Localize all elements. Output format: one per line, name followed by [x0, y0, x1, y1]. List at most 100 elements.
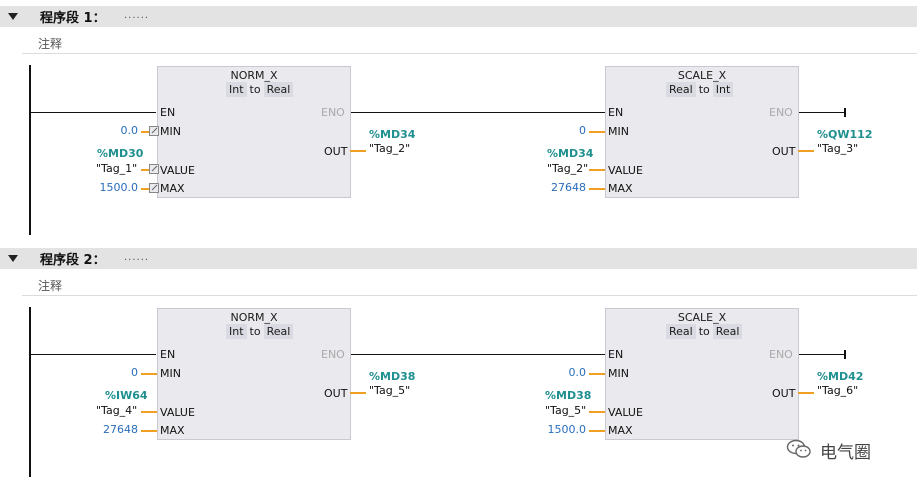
out-tag[interactable]: "Tag_5"	[369, 384, 411, 397]
network-title-placeholder[interactable]: ......	[124, 10, 150, 21]
type-from[interactable]: Int	[226, 324, 247, 339]
comment-label: 注释	[38, 279, 63, 293]
type-from[interactable]: Int	[226, 82, 247, 97]
pin-value: VALUE	[608, 164, 643, 177]
eno-wire	[798, 112, 844, 113]
pin-stub	[589, 411, 605, 413]
value-tag[interactable]: "Tag_5"	[545, 404, 587, 417]
pin-max: MAX	[160, 182, 185, 195]
collapse-triangle-icon[interactable]	[8, 13, 18, 20]
out-tag[interactable]: "Tag_6"	[817, 384, 859, 397]
pin-out: OUT	[772, 145, 796, 158]
type-to-word: to	[249, 325, 261, 338]
eno-to-en-wire	[350, 112, 605, 113]
pin-stub	[141, 430, 157, 432]
out-address[interactable]: %MD34	[369, 128, 416, 141]
out-address[interactable]: %MD38	[369, 370, 416, 383]
out-tag[interactable]: "Tag_3"	[817, 142, 859, 155]
pin-stub	[589, 169, 605, 171]
out-tag[interactable]: "Tag_2"	[369, 142, 411, 155]
type-to[interactable]: Real	[263, 324, 294, 339]
type-to[interactable]: Int	[712, 82, 734, 97]
network-comment[interactable]: 注释	[22, 273, 917, 296]
pin-stub	[141, 411, 157, 413]
type-to-word: to	[698, 325, 710, 338]
pin-en: EN	[160, 106, 176, 119]
max-operand[interactable]: 27648	[103, 423, 138, 436]
out-address[interactable]: %QW112	[817, 128, 873, 141]
pin-stub	[798, 392, 814, 394]
network-title: 程序段 2：	[40, 253, 106, 268]
min-operand[interactable]: 0	[579, 124, 586, 137]
eno-to-en-wire	[350, 354, 605, 355]
pin-stub	[589, 188, 605, 190]
en-wire	[31, 112, 156, 113]
value-tag[interactable]: "Tag_4"	[96, 404, 138, 417]
network-title: 程序段 1：	[40, 11, 106, 26]
out-address[interactable]: %MD42	[817, 370, 864, 383]
type-to-word: to	[249, 83, 261, 96]
pin-stub	[589, 131, 605, 133]
pin-eno: ENO	[769, 106, 793, 119]
min-operand[interactable]: 0.0	[120, 124, 139, 137]
pin-stub	[589, 430, 605, 432]
pin-en: EN	[608, 106, 624, 119]
network-1-header[interactable]: 程序段 1： ......	[0, 6, 917, 27]
pin-eno: ENO	[769, 348, 793, 361]
negate-checkbox-icon[interactable]	[149, 183, 159, 193]
pin-out: OUT	[324, 387, 348, 400]
network-2-header[interactable]: 程序段 2： ......	[0, 248, 917, 269]
pin-value: VALUE	[608, 406, 643, 419]
value-tag[interactable]: "Tag_1"	[96, 162, 138, 175]
pin-out: OUT	[324, 145, 348, 158]
pin-en: EN	[160, 348, 176, 361]
value-address[interactable]: %IW64	[105, 389, 148, 402]
block-name: SCALE_X	[677, 69, 727, 82]
pin-eno: ENO	[321, 106, 345, 119]
pin-min: MIN	[160, 367, 181, 380]
min-operand[interactable]: 0	[131, 366, 138, 379]
type-to[interactable]: Real	[263, 82, 294, 97]
pin-min: MIN	[160, 125, 181, 138]
pin-stub	[798, 150, 814, 152]
type-from[interactable]: Real	[666, 82, 696, 97]
collapse-triangle-icon[interactable]	[8, 255, 18, 262]
value-address[interactable]: %MD38	[545, 389, 592, 402]
max-operand[interactable]: 1500.0	[99, 181, 139, 194]
pin-value: VALUE	[160, 406, 195, 419]
pin-en: EN	[608, 348, 624, 361]
power-rail	[29, 307, 31, 477]
value-address[interactable]: %MD34	[547, 147, 594, 160]
value-address[interactable]: %MD30	[97, 147, 144, 160]
type-to-word: to	[698, 83, 710, 96]
negate-checkbox-icon[interactable]	[149, 164, 159, 174]
max-operand[interactable]: 27648	[551, 181, 586, 194]
value-tag[interactable]: "Tag_2"	[547, 162, 589, 175]
min-operand[interactable]: 0.0	[568, 366, 587, 379]
pin-min: MIN	[608, 125, 629, 138]
network-title-placeholder[interactable]: ......	[124, 252, 150, 263]
type-from[interactable]: Real	[666, 324, 696, 339]
block-name: SCALE_X	[677, 311, 727, 324]
network-comment[interactable]: 注释	[22, 31, 917, 54]
pin-stub	[589, 373, 605, 375]
block-name: NORM_X	[230, 311, 278, 324]
max-operand[interactable]: 1500.0	[547, 423, 587, 436]
pin-value: VALUE	[160, 164, 195, 177]
pin-max: MAX	[608, 182, 633, 195]
negate-checkbox-icon[interactable]	[149, 126, 159, 136]
wechat-icon	[786, 439, 811, 458]
rung-end-icon	[844, 108, 846, 117]
eno-wire	[798, 354, 844, 355]
type-to[interactable]: Real	[712, 324, 743, 339]
pin-eno: ENO	[321, 348, 345, 361]
pin-stub	[350, 150, 366, 152]
